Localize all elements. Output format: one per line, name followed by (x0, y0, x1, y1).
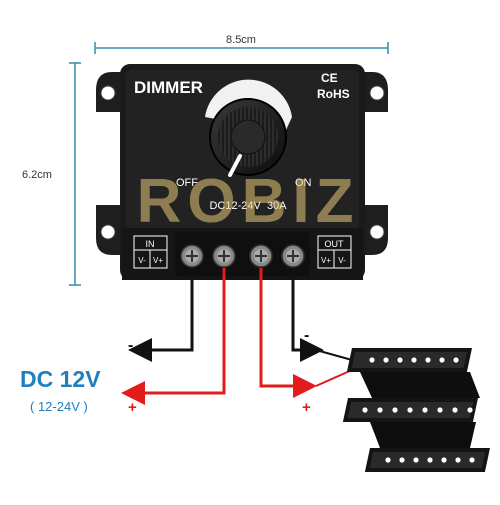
out-pin-plus: V+ (321, 256, 331, 265)
led-strip-1 (346, 348, 472, 372)
led-strips (342, 348, 490, 472)
dimmer-knob[interactable] (205, 79, 292, 177)
height-dimension (69, 62, 81, 286)
led-strip-fold-1 (360, 372, 480, 398)
width-label: 8.5cm (226, 34, 256, 46)
wire-supply-negative (128, 268, 194, 362)
terminal-screws (180, 244, 305, 268)
out-pin-minus: V- (338, 256, 346, 265)
supply-plus-sign: + (128, 399, 137, 416)
in-terminal-label (133, 235, 168, 269)
screw-out-minus (281, 244, 305, 268)
off-label: OFF (176, 177, 198, 189)
screw-out-plus (249, 244, 273, 268)
in-label: IN (146, 239, 155, 249)
wire-supply-positive (121, 268, 226, 405)
screw-in-minus (180, 244, 204, 268)
supply-minus-sign: - (128, 337, 133, 354)
out-label: OUT (325, 239, 345, 249)
screw-in-plus (212, 244, 236, 268)
load-minus-sign: - (304, 327, 309, 344)
out-terminal-label (317, 235, 352, 269)
strip-lead-red (315, 369, 353, 387)
supply-range-label: ( 12-24V ) (30, 399, 88, 414)
wire-load-negative (291, 268, 324, 362)
wiring (121, 268, 353, 405)
strip-lead-black (315, 349, 353, 361)
load-plus-sign: + (302, 399, 311, 416)
rohs-mark: RoHS (317, 87, 350, 101)
height-label: 6.2cm (22, 169, 52, 181)
dimmer-title: DIMMER (134, 78, 203, 97)
led-strip-fold-2 (370, 422, 476, 448)
supply-voltage-label: DC 12V (20, 366, 101, 392)
in-pin-minus: V- (138, 256, 146, 265)
width-dimension (94, 42, 389, 54)
on-label: ON (295, 177, 312, 189)
watermark: ROBIZ (137, 167, 360, 236)
led-dots (362, 357, 475, 463)
rating-label: DC12-24V 30A (209, 200, 287, 212)
in-pin-plus: V+ (153, 256, 163, 265)
wire-load-positive (259, 268, 317, 398)
ce-mark: CE (321, 71, 338, 85)
